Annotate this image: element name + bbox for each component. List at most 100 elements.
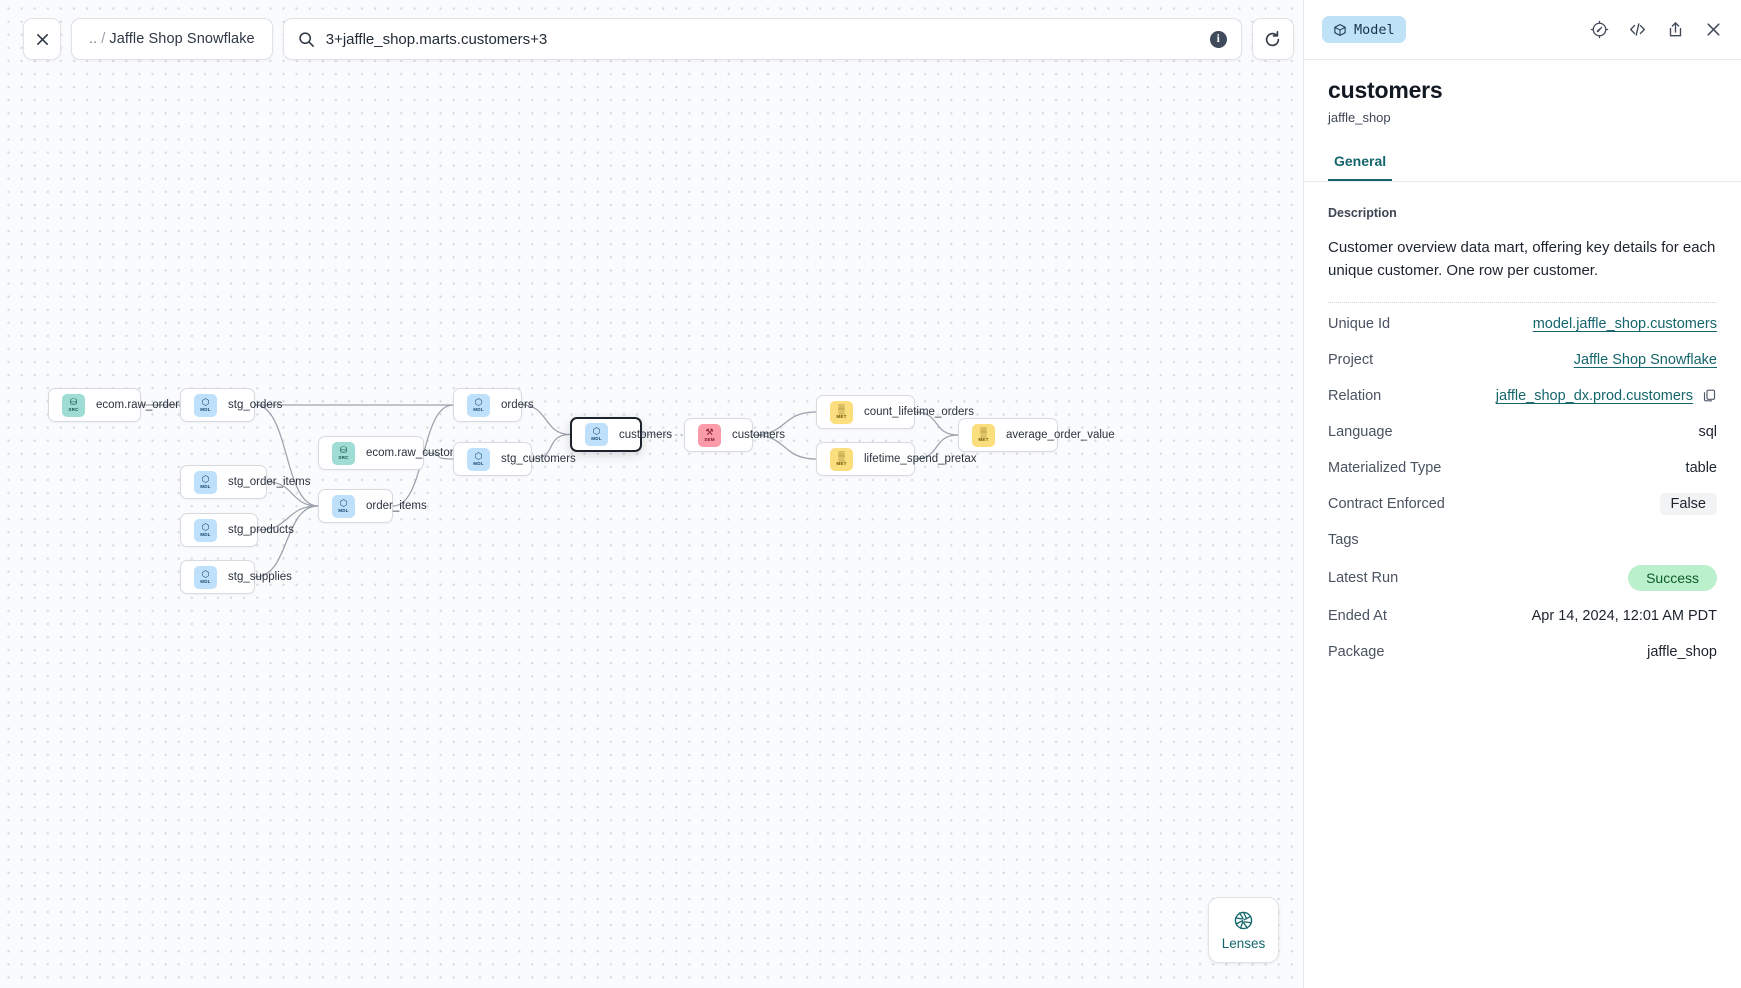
property-key: Package bbox=[1328, 643, 1385, 660]
view-code-button[interactable] bbox=[1623, 16, 1651, 44]
property-value: table bbox=[1686, 460, 1717, 476]
code-icon bbox=[1629, 23, 1645, 36]
search-bar[interactable]: i bbox=[282, 18, 1242, 60]
graph-node-count_lifetime_orders[interactable]: ▒MET count_lifetime_orders bbox=[816, 395, 974, 429]
graph-node-label: count_lifetime_orders bbox=[864, 406, 974, 418]
property-row: Language sql bbox=[1328, 414, 1717, 450]
property-link[interactable]: jaffle_shop_dx.prod.customers bbox=[1495, 387, 1693, 404]
graph-node-label: ecom.raw_orders bbox=[96, 399, 185, 411]
resource-type-label: Model bbox=[1354, 21, 1395, 38]
property-value: False bbox=[1659, 492, 1717, 515]
lenses-button[interactable]: Lenses bbox=[1208, 897, 1279, 963]
resource-type-badge[interactable]: Model bbox=[1322, 16, 1406, 43]
details-panel: Model bbox=[1303, 0, 1741, 988]
close-icon bbox=[36, 33, 48, 45]
property-row: Contract Enforced False bbox=[1328, 486, 1717, 522]
refresh-icon bbox=[1266, 30, 1280, 46]
graph-node-label: ecom.raw_customers bbox=[366, 447, 476, 459]
edge-stg_supplies-to-order_items bbox=[254, 505, 319, 578]
description-text: Customer overview data mart, offering ke… bbox=[1328, 239, 1716, 279]
panel-body: Description Customer overview data mart,… bbox=[1304, 182, 1741, 988]
share-icon bbox=[1669, 22, 1681, 37]
property-value: jaffle_shop_dx.prod.customers bbox=[1496, 388, 1717, 404]
mdl-type-icon: ⬡MDL bbox=[585, 423, 608, 446]
contract-enforced-value: False bbox=[1659, 492, 1717, 515]
search-input[interactable] bbox=[325, 30, 1199, 48]
mdl-type-icon: ⬡MDL bbox=[194, 393, 217, 417]
status-badge[interactable]: Success bbox=[1628, 564, 1717, 591]
property-key: Latest Run bbox=[1328, 569, 1399, 586]
close-icon bbox=[1706, 23, 1720, 36]
page-title: customers bbox=[1328, 77, 1443, 103]
page-subtitle: jaffle_shop bbox=[1328, 110, 1391, 125]
copy-icon[interactable] bbox=[1702, 388, 1717, 403]
breadcrumb[interactable]: ../Jaffle Shop Snowflake bbox=[71, 18, 273, 60]
property-key: Tags bbox=[1328, 531, 1359, 548]
graph-node-label: stg_orders bbox=[228, 399, 283, 411]
panel-header: customers jaffle_shop bbox=[1304, 60, 1741, 125]
mdl-type-icon: ⬡MDL bbox=[194, 518, 217, 542]
met-type-icon: ▒MET bbox=[830, 447, 853, 471]
breadcrumb-separator: / bbox=[101, 31, 106, 47]
graph-node-customers_model[interactable]: ⬡MDL customers bbox=[570, 417, 672, 452]
property-value: jaffle_shop bbox=[1647, 644, 1717, 660]
graph-node-label: order_items bbox=[366, 500, 427, 512]
graph-node-label: customers bbox=[732, 429, 786, 441]
property-row: Tags bbox=[1328, 522, 1717, 558]
aperture-icon bbox=[1234, 911, 1253, 929]
property-text: jaffle_shop bbox=[1647, 643, 1717, 660]
share-button[interactable] bbox=[1661, 16, 1689, 44]
property-value: model.jaffle_shop.customers bbox=[1533, 316, 1717, 332]
property-link[interactable]: Jaffle Shop Snowflake bbox=[1573, 351, 1717, 368]
close-lineage-button[interactable] bbox=[23, 18, 61, 60]
met-type-icon: ▒MET bbox=[830, 400, 853, 424]
property-value: Apr 14, 2024, 12:01 AM PDT bbox=[1532, 608, 1717, 624]
cube-icon bbox=[1334, 23, 1346, 36]
graph-node-ecom_raw_orders[interactable]: ⛁SRC ecom.raw_orders bbox=[48, 388, 185, 422]
graph-node-label: average_order_value bbox=[1006, 429, 1115, 441]
panel-tabs: General bbox=[1304, 147, 1741, 182]
graph-node-customers_sem[interactable]: ⚒SEM customers bbox=[684, 418, 785, 452]
close-panel-button[interactable] bbox=[1699, 16, 1727, 44]
property-link[interactable]: model.jaffle_shop.customers bbox=[1532, 315, 1717, 332]
property-key: Language bbox=[1328, 423, 1393, 440]
property-value: Jaffle Shop Snowflake bbox=[1574, 352, 1717, 368]
panel-toolbar: Model bbox=[1304, 0, 1741, 59]
property-text: Apr 14, 2024, 12:01 AM PDT bbox=[1531, 607, 1717, 624]
src-type-icon: ⛁SRC bbox=[62, 393, 85, 417]
property-key: Contract Enforced bbox=[1328, 495, 1445, 512]
property-key: Ended At bbox=[1328, 607, 1387, 624]
graph-node-stg_orders[interactable]: ⬡MDL stg_orders bbox=[180, 388, 282, 422]
canvas-toolbar: ../Jaffle Shop Snowflake i bbox=[23, 18, 1294, 60]
info-icon[interactable]: i bbox=[1209, 30, 1227, 48]
property-row: Latest Run Success bbox=[1328, 558, 1717, 598]
lineage-canvas[interactable]: ../Jaffle Shop Snowflake i ⛁SRCecom.raw_… bbox=[0, 0, 1303, 988]
refresh-button[interactable] bbox=[1251, 18, 1294, 60]
compass-icon bbox=[1590, 20, 1608, 39]
graph-node-label: stg_supplies bbox=[228, 571, 292, 583]
graph-node-label: stg_customers bbox=[501, 453, 576, 465]
property-row: Package jaffle_shop bbox=[1328, 634, 1717, 670]
graph-node-label: customers bbox=[619, 428, 673, 441]
tab-general[interactable]: General bbox=[1328, 147, 1393, 181]
sem-type-icon: ⚒SEM bbox=[698, 423, 721, 447]
mdl-type-icon: ⬡MDL bbox=[194, 470, 217, 494]
breadcrumb-parent: .. bbox=[89, 31, 98, 47]
property-value: sql bbox=[1698, 424, 1717, 440]
search-icon bbox=[299, 31, 314, 47]
lens-compass-button[interactable] bbox=[1585, 16, 1613, 44]
